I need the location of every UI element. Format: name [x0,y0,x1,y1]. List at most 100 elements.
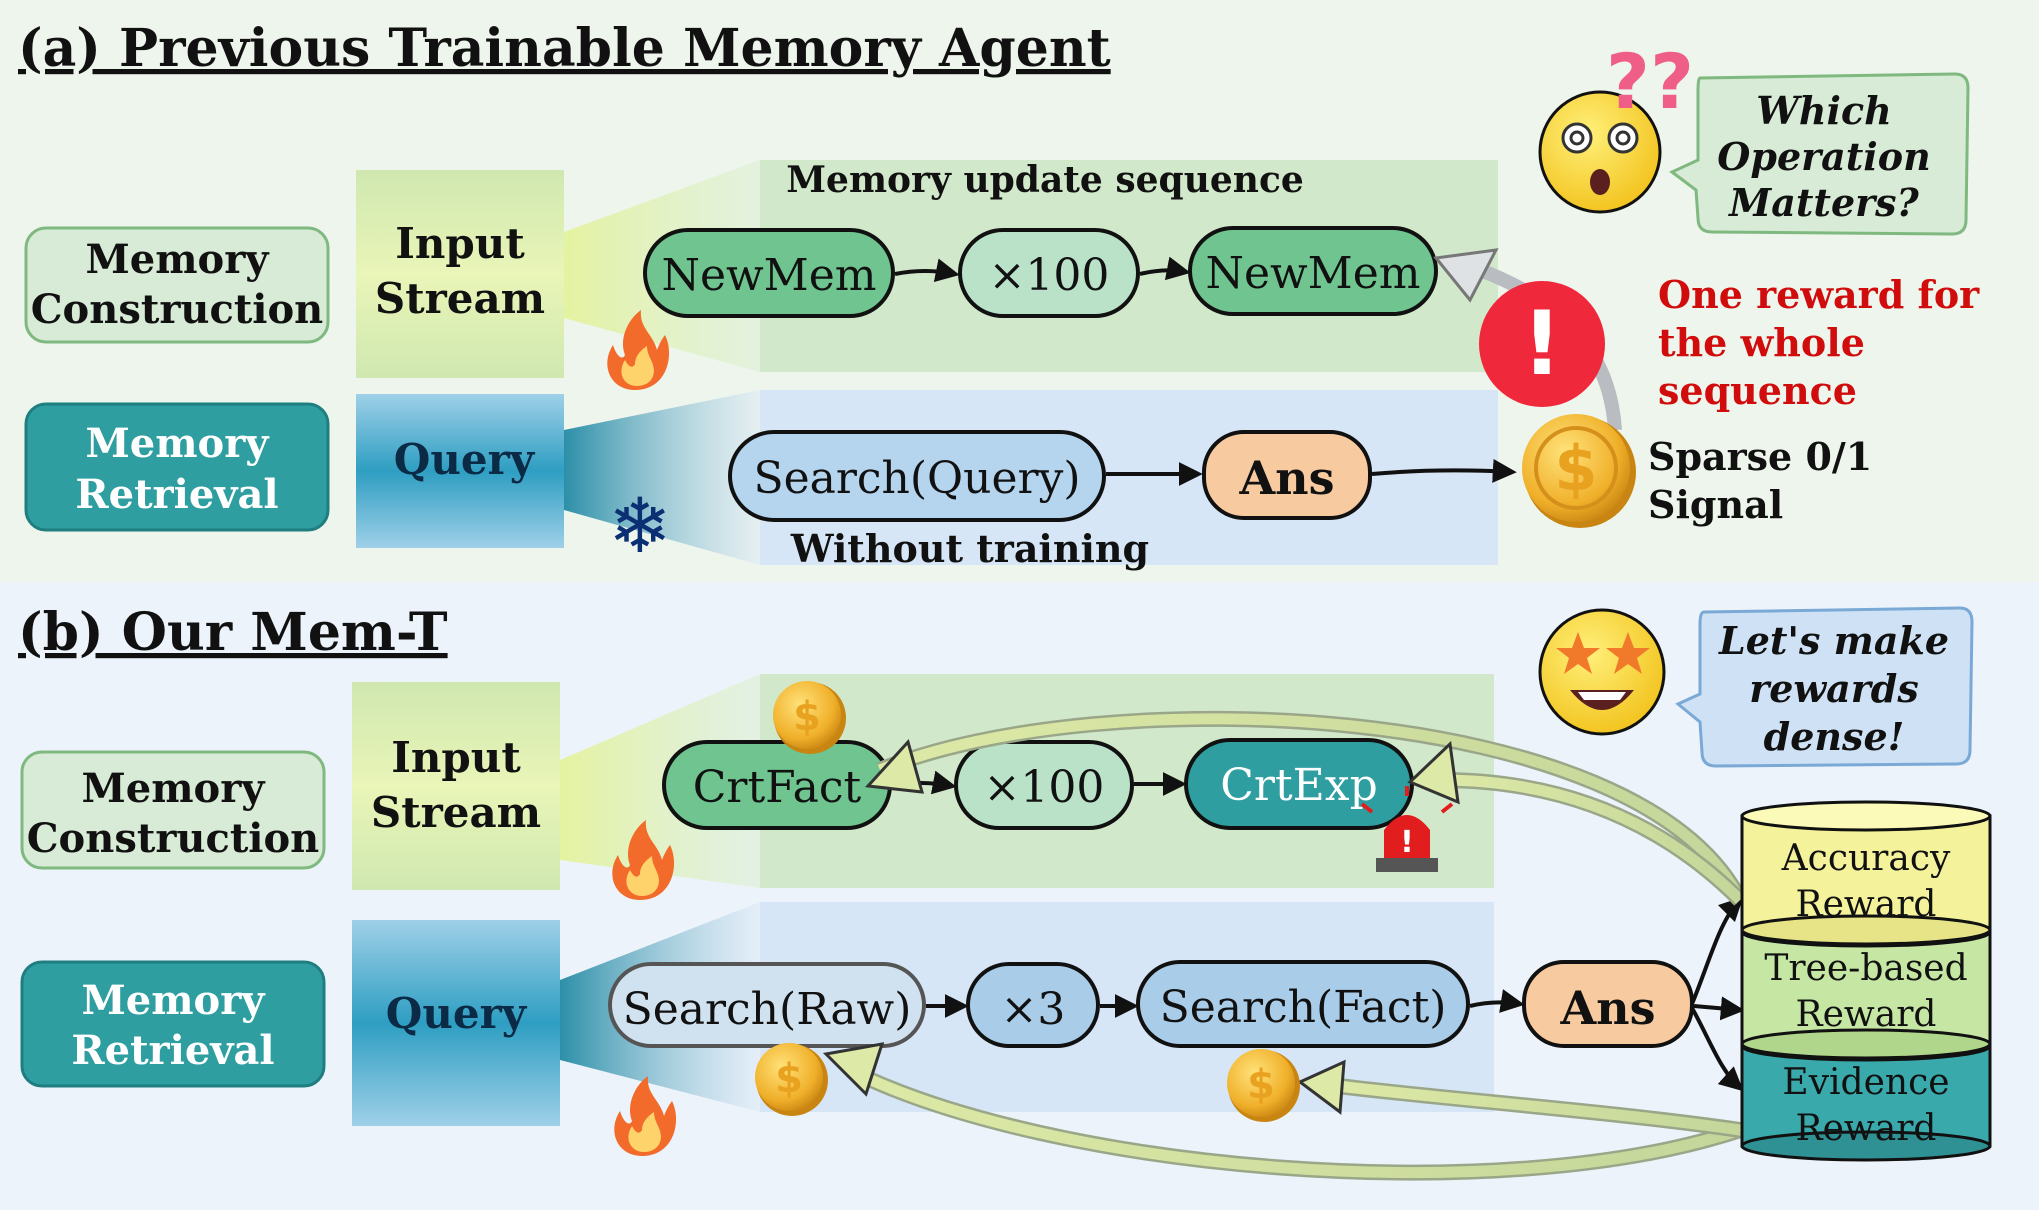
panel-b-speech-bubble [1675,606,1974,768]
panel-b-evidence-reward-line1: Evidence [1782,1062,1949,1103]
panel-a-arrow-2 [1139,256,1191,281]
svg-text:$: $ [793,694,821,740]
panel-a-query-funnel [564,390,760,565]
panel-a-speech-line3: Matters? [1727,180,1919,225]
panel-b-crtexp-label: CrtExp [1220,760,1377,811]
panel-b-accuracy-reward-line2: Reward [1796,884,1937,925]
panel-b-arrow-to-tree [1693,996,1745,1021]
panel-b-arrow-5 [1469,989,1525,1013]
panel-b-coin-icon-1: $ [773,681,846,754]
panel-b-accuracy-reward-cylinder [1740,800,1992,946]
panel-a-memory-retrieval-box [24,402,330,532]
panel-b-search-raw-node [608,962,926,1048]
panel-b-tree-reward-line2: Reward [1796,994,1937,1035]
panel-b-ans-label: Ans [1559,981,1655,1035]
panel-b-reward-curve-search-raw-fill [847,1065,1742,1179]
panel-a-memory-retrieval-line2: Retrieval [75,471,278,518]
panel-a-speech-bubble [1669,72,1970,236]
panel-b-memory-construction-box [20,750,326,870]
panel-a-query-box [356,394,564,548]
panel-b-star-eyes-face-icon [1538,608,1666,736]
panel-a-speech-line2: Operation [1717,134,1930,179]
panel-a-signal-line2: Signal [1648,482,1783,527]
svg-text:$: $ [1554,432,1597,505]
panel-a-reward-note-line2: the whole [1658,320,1865,365]
panel-a-repeat-label: ×100 [989,250,1110,301]
panel-a-feedback-arrowhead [1433,248,1499,303]
panel-b-memory-retrieval-line1: Memory [81,977,266,1024]
panel-a-memory-construction-line2: Construction [31,286,324,333]
panel-b-search-fact-label: Search(Fact) [1160,982,1447,1033]
panel-a-query-label: Query [394,435,536,484]
panel-b-tree-reward-line1: Tree-based [1764,948,1967,989]
panel-b-coin-icon-2: $ [755,1043,828,1116]
panel-a-input-stream-box [356,170,564,378]
panel-a-signal-line1: Sparse 0/1 [1648,434,1872,479]
panel-b-evidence-reward-line2: Reward [1796,1108,1937,1149]
panel-a-input-stream-line1: Input [395,219,525,268]
panel-b-coin-icon-3: $ [1227,1049,1300,1122]
panel-a-newmem-node-1 [643,228,895,318]
panel-b-memory-retrieval-box [20,960,326,1088]
panel-b-search-raw-label: Search(Raw) [623,984,912,1035]
panel-b-title: (b) Our Mem-T [18,602,448,663]
svg-text:$: $ [1247,1062,1275,1108]
panel-a-reward-note-line1: One reward for [1658,272,1980,317]
panel-b-fire-icon-1 [612,820,675,900]
panel-a-newmem-label-1: NewMem [661,250,876,301]
panel-b-arrowhead-crtexp [1407,740,1460,805]
panel-b-speech-line3: dense! [1764,714,1905,759]
panel-a-dizzy-face-icon: ?? [1538,37,1694,214]
panel-b-reward-curve-search-fact-fill [1329,1079,1741,1136]
panel-b-input-funnel [560,674,760,888]
panel-a-arrow-4 [1371,458,1517,483]
panel-b-accuracy-reward-line1: Accuracy [1781,838,1951,879]
panel-a-coin-icon: $ [1522,414,1636,528]
panel-b-arrow-to-evidence [1690,1007,1744,1092]
panel-a-fire-icon [607,310,670,390]
panel-b-query-box [352,920,560,1126]
panel-b-repeat3-label: ×3 [1001,984,1066,1035]
panel-a-ans-label: Ans [1238,451,1334,505]
panel-b-input-stream-line1: Input [391,733,521,782]
panel-b-query-label: Query [386,989,528,1038]
panel-b-memory-retrieval-line2: Retrieval [71,1027,274,1074]
panel-b-reward-curve-crtexp-fill [1439,774,1744,904]
panel-b-repeat-label: ×100 [984,762,1105,813]
panel-a-alert-icon: ! [1479,281,1605,407]
panel-a-search-label: Search(Query) [753,453,1080,504]
panel-b-speech-line1: Let's make [1718,618,1949,663]
panel-b-speech-line2: rewards [1749,666,1919,711]
panel-b-input-stream-line2: Stream [371,788,541,837]
svg-text:$: $ [775,1056,803,1102]
panel-a-arrow-1 [894,258,960,283]
panel-a-update-sequence-label: Memory update sequence [786,159,1304,201]
panel-b-siren-icon: ! [1360,786,1454,872]
svg-text:!: ! [1400,825,1414,860]
panel-b-arrowhead-crtfact [864,738,925,794]
panel-a-repeat-node [958,228,1140,318]
svg-text:??: ?? [1606,37,1694,126]
panel-a-title: (a) Previous Trainable Memory Agent [18,18,1111,79]
panel-b-arrowhead-search-fact [1297,1059,1346,1115]
panel-a-memory-retrieval-line1: Memory [85,420,270,467]
panel-b-fire-icon-2 [614,1076,677,1156]
panel-b-arrow-to-accuracy [1690,896,1744,1005]
panel-a-speech-line1: Which [1756,88,1892,133]
panel-b-arrowhead-search-raw [822,1042,885,1097]
panel-a-search-node [728,430,1106,522]
panel-a-memory-construction-line1: Memory [85,236,270,283]
panel-a-reward-note-line3: sequence [1658,368,1857,413]
panel-b-input-stream-box [352,682,560,890]
panel-a-ans-node [1202,430,1372,520]
panel-a-memory-construction-box [24,226,330,344]
svg-text:!: ! [1522,292,1562,395]
panel-b-crtfact-label: CrtFact [693,762,862,813]
panel-b-reward-curve-crtfact-fill [877,713,1745,903]
panel-a-input-stream-line2: Stream [375,274,545,323]
panel-a-newmem-label-2: NewMem [1205,248,1420,299]
panel-a-without-training-label: Without training [790,526,1149,571]
panel-a-snowflake-icon: ❄ [608,481,672,570]
